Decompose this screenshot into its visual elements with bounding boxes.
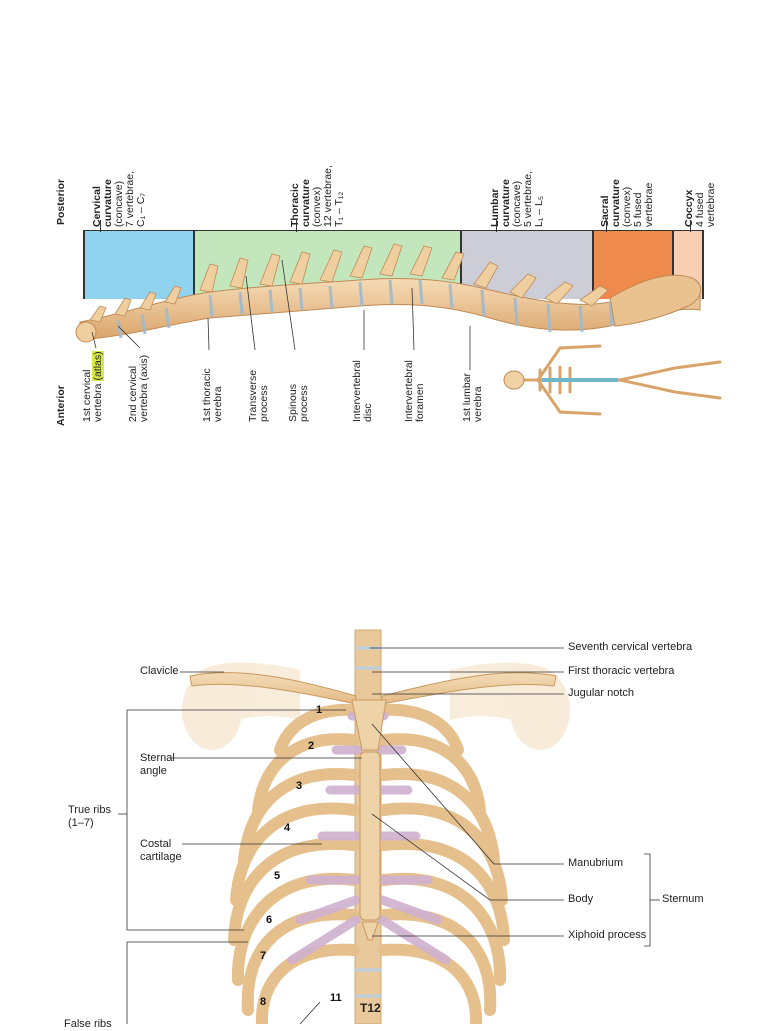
rib-number-1: 1 (316, 704, 323, 716)
coccyx-leader (690, 220, 691, 232)
rib-number-7: 7 (260, 950, 267, 962)
spine-leader-lines (91, 259, 471, 370)
sacral-leader (606, 220, 607, 232)
mini-skeleton-illustration (503, 344, 722, 416)
rib-number-4: 4 (284, 822, 291, 834)
clavicle-label: Clavicle (140, 665, 179, 677)
true-ribs-label: True ribs (1–7) (68, 804, 111, 829)
costal-cartilage-label: Costal cartilage (140, 838, 182, 863)
rib-number-5: 5 (274, 870, 281, 882)
jugular-notch-label: Jugular notch (568, 687, 635, 699)
first-thoracic-vertebra-label: First thoracic vertebra (568, 665, 675, 677)
ribcage-figure: Seventh cervical vertebra First thoracic… (0, 600, 768, 1030)
rib-number-11: 11 (330, 992, 342, 1004)
body-label: Body (568, 893, 594, 905)
rib-number-2: 2 (308, 740, 315, 752)
lumbar-leader (496, 220, 497, 232)
cervical-leader (100, 220, 101, 232)
sternum-label: Sternum (662, 893, 704, 905)
rib-number-3: 3 (296, 780, 303, 792)
seventh-cervical-vertebra-label: Seventh cervical vertebra (568, 641, 693, 653)
ribcage-leader-lines (118, 647, 660, 1024)
sternal-angle-label: Sternal angle (140, 752, 175, 777)
vertebral-column-illustration (75, 243, 702, 343)
ribcage-illustration (182, 629, 570, 1024)
xiphoid-process-label: Xiphoid process (568, 929, 647, 941)
thoracic-leader (296, 220, 297, 232)
rib-number-8: 8 (260, 996, 267, 1008)
rib-number-6: 6 (266, 914, 273, 926)
t12-label: T12 (360, 1001, 381, 1015)
false-ribs-label: False ribs (64, 1018, 112, 1030)
cervical-region-box (83, 230, 195, 299)
spine-figure: Anterior Posterior Cervical curvature (c… (0, 130, 768, 430)
manubrium-label: Manubrium (568, 857, 624, 869)
